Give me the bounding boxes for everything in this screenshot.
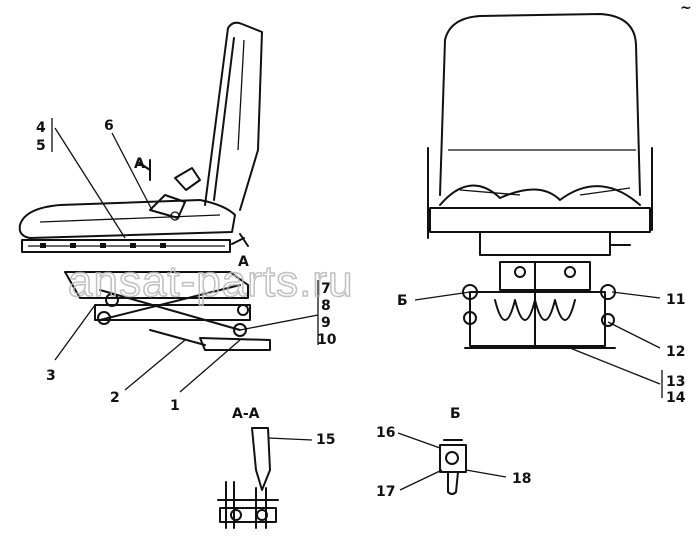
callout-13: 13 [666,374,685,390]
callout-15: 15 [316,432,335,448]
section-label-b: Б [450,406,461,422]
callout-4: 4 [36,120,46,136]
side-view-seat [18,21,319,393]
section-label-aa: A-A [232,406,260,422]
callout-labels: 4 5 6 A A 7 8 9 10 3 2 1 Б 11 12 13 14 A… [36,0,692,500]
rear-view-seat [414,13,663,398]
view-marker-a-top: A [134,156,145,172]
view-marker-a-bottom: A [238,254,249,270]
callout-9: 9 [321,315,331,331]
corner-mark: ~ [680,0,692,16]
callout-3: 3 [46,368,56,384]
callout-6: 6 [104,118,114,134]
callout-18: 18 [512,471,531,487]
callout-12: 12 [666,344,685,360]
callout-7: 7 [321,281,331,297]
callout-1: 1 [170,398,180,414]
callout-10: 10 [317,332,337,348]
callout-16: 16 [376,425,395,441]
callout-b-marker: Б [397,293,408,309]
callout-8: 8 [321,298,331,314]
callout-17: 17 [376,484,395,500]
detail-b [397,432,507,495]
callout-14: 14 [666,390,686,406]
callout-5: 5 [36,138,46,154]
callout-2: 2 [110,390,120,406]
detail-section-aa [217,427,313,529]
watermark-text: ansat-parts.ru [68,257,353,306]
callout-11: 11 [666,292,685,308]
